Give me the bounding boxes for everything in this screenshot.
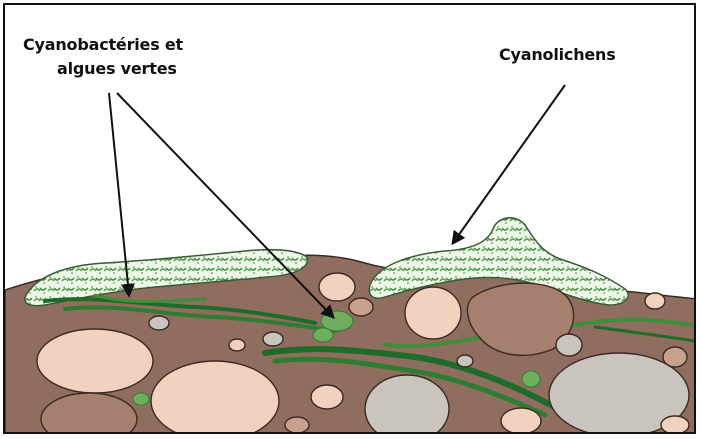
diagram-frame: Cyanobactéries et algues vertes Cyanolic… bbox=[3, 3, 696, 434]
label-cyanobacteria-line2: algues vertes bbox=[57, 57, 177, 82]
label-cyanolichens: Cyanolichens bbox=[499, 43, 616, 68]
label-cyanobacteria-line1: Cyanobactéries et bbox=[23, 33, 183, 58]
